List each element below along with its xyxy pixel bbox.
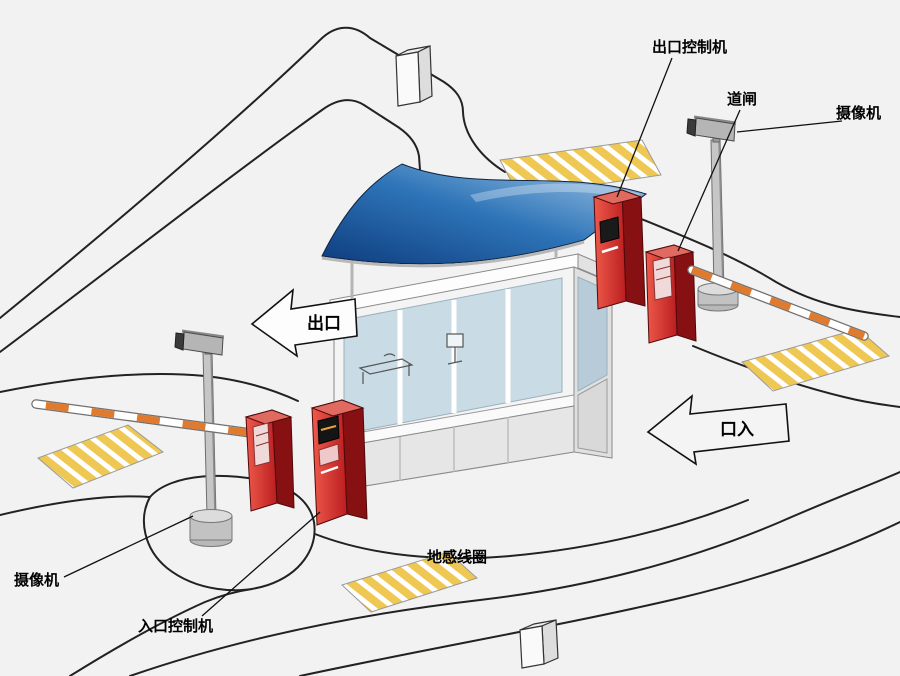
barrier-machine-left bbox=[244, 409, 295, 512]
barrier-gate-side bbox=[673, 244, 697, 342]
ground-coil-right bbox=[741, 328, 891, 392]
camera-left-assembly bbox=[174, 329, 233, 547]
booth-panel-seams bbox=[399, 417, 509, 481]
exit-controller-machine bbox=[592, 189, 646, 310]
camera-right-assembly bbox=[686, 115, 739, 312]
ground-coil-left bbox=[37, 424, 164, 489]
exit-arrow-text: 出口 bbox=[307, 313, 341, 334]
barrier-arm-right bbox=[687, 265, 869, 341]
barrier-gate-pointer bbox=[677, 109, 741, 252]
entrance-controller-screen bbox=[317, 415, 340, 445]
road-edge-top-outer bbox=[0, 26, 506, 319]
road-edge-bottom-lower bbox=[299, 521, 900, 676]
bollard-front-face bbox=[395, 51, 421, 107]
callout-labels: 出口控制机 道闸 摄像机 摄像机 入口控制机 地感线圈 bbox=[14, 38, 881, 635]
guard-booth bbox=[329, 253, 617, 492]
barrier-machine-left-top bbox=[244, 409, 293, 425]
camera-right-pointer bbox=[736, 120, 843, 133]
entrance-controller-label: 入口控制机 bbox=[138, 617, 213, 635]
camera-left-base-top bbox=[189, 509, 233, 523]
barrier-arm-left bbox=[31, 399, 256, 438]
booth-interior-sketch bbox=[358, 333, 464, 384]
booth-side-panel bbox=[577, 378, 608, 454]
bollard-post-bottom bbox=[519, 619, 559, 669]
ground-induction-coils bbox=[37, 328, 891, 613]
entrance-arrow-shape bbox=[646, 394, 790, 466]
road-edge-right-middle bbox=[692, 345, 900, 408]
exit-controller-screen bbox=[599, 216, 620, 244]
camera-left-hood bbox=[181, 329, 225, 339]
ground-coil-bottom bbox=[341, 551, 478, 613]
exit-arrow-shape bbox=[250, 288, 358, 358]
barrier-gate-machine bbox=[644, 244, 697, 344]
ground-coil-label: 地感线圈 bbox=[427, 548, 487, 566]
canopy-sheen bbox=[470, 183, 640, 202]
exit-arrow: 出口 bbox=[250, 288, 358, 358]
road-edge-center bbox=[314, 499, 749, 560]
barrier-gate-top bbox=[644, 244, 695, 260]
camera-left-pointer bbox=[63, 515, 194, 578]
road-lines bbox=[0, 26, 900, 676]
camera-right-pole-shade bbox=[718, 140, 724, 290]
entrance-arrow-text: 口入 bbox=[720, 420, 754, 440]
entrance-arrow: 口入 bbox=[646, 394, 790, 466]
camera-left-lens bbox=[174, 332, 185, 351]
camera-right-hood bbox=[693, 115, 737, 125]
entrance-controller-machine bbox=[310, 399, 368, 526]
entrance-controller-pointer bbox=[201, 511, 321, 617]
bollard2-front-face bbox=[519, 625, 545, 669]
road-edge-left-lower bbox=[0, 495, 151, 516]
road-edge-left-upper bbox=[0, 373, 299, 402]
road-edge-bottom-outer bbox=[129, 471, 900, 676]
canopy-under-edge bbox=[321, 240, 585, 268]
road-edge-top-inner bbox=[0, 99, 421, 353]
canopy bbox=[321, 163, 648, 268]
bollard-post-top bbox=[395, 45, 433, 107]
exit-controller-pointer bbox=[616, 57, 673, 198]
entrance-controller-top bbox=[310, 399, 365, 417]
exit-controller-label: 出口控制机 bbox=[652, 38, 727, 56]
camera-right-label: 摄像机 bbox=[836, 104, 881, 122]
canopy-sheet bbox=[321, 163, 648, 265]
camera-left-label: 摄像机 bbox=[14, 571, 59, 589]
bollard2-side-face bbox=[541, 619, 559, 665]
road-edge-right-upper bbox=[633, 215, 900, 318]
barrier-gate-label: 道闸 bbox=[727, 90, 757, 108]
camera-right-lens bbox=[686, 118, 697, 137]
camera-left-pole-shade bbox=[210, 352, 216, 516]
entrance-controller-keypad bbox=[318, 443, 340, 467]
road-edge-bottom-left bbox=[69, 588, 253, 676]
